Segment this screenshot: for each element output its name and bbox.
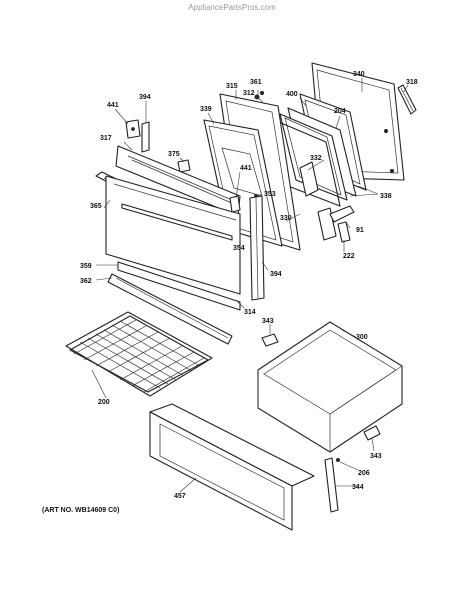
part-222-hinge[interactable] [337,221,351,243]
part-200-oven-rack[interactable] [65,311,213,397]
label-343-top: 343 [262,318,274,325]
label-340: 340 [353,71,365,78]
label-300: 300 [356,334,368,341]
label-362: 362 [80,278,92,285]
label-365: 365 [90,203,102,210]
part-362-door-bottom-strip[interactable] [107,273,233,345]
part-343-roller-top[interactable] [261,333,279,347]
label-317: 317 [100,135,112,142]
part-332-door-hinge[interactable] [299,161,319,197]
part-457-drawer-front-panel[interactable] [149,403,315,531]
label-339: 339 [200,106,212,113]
label-91: 91 [356,227,364,234]
label-338: 338 [380,193,392,200]
label-441-mid: 441 [240,165,252,172]
label-312: 312 [243,90,255,97]
part-344-drawer-rail[interactable] [324,457,339,513]
part-441-bracket-left[interactable] [125,119,141,139]
art-number: (ART NO. WB14609 C0) [42,507,120,514]
label-353: 353 [264,191,276,198]
label-206: 206 [358,470,370,477]
label-359: 359 [80,263,92,270]
watermark: AppliancePartsPros.com [188,3,276,12]
label-318: 318 [406,79,418,86]
part-359-bottom-trim[interactable] [117,261,241,311]
part-361-screw[interactable] [259,90,265,96]
label-332: 332 [310,155,322,162]
label-361: 361 [250,79,262,86]
part-outer-door-panel[interactable] [105,175,241,295]
label-400: 400 [286,91,298,98]
part-312-screw[interactable] [254,94,264,103]
part-394-left-strip[interactable] [141,121,150,153]
leader-lines [91,78,409,493]
part-375-clip[interactable] [177,159,191,173]
part-300-storage-drawer[interactable] [257,321,403,453]
label-354: 354 [233,245,245,252]
label-375: 375 [168,151,180,158]
label-222: 222 [343,253,355,260]
label-343-bottom: 343 [370,453,382,460]
part-206-screw[interactable] [336,458,340,462]
part-441-bracket-right[interactable] [229,195,241,213]
label-394-top: 394 [139,94,151,101]
part-338-door-glass[interactable] [279,107,357,201]
label-344: 344 [352,484,364,491]
label-457: 457 [174,493,186,500]
part-91-hinge-arm[interactable] [329,205,355,223]
label-330: 330 [280,215,292,222]
part-343-roller-bottom[interactable] [363,425,381,441]
part-318-hinge-bracket[interactable] [397,84,417,115]
label-200: 200 [98,399,110,406]
part-394-right-strip[interactable] [249,195,265,301]
label-394-bottom: 394 [270,271,282,278]
label-441-top: 441 [107,102,119,109]
label-204: 204 [334,108,346,115]
label-315: 315 [226,83,238,90]
label-314: 314 [244,309,256,316]
